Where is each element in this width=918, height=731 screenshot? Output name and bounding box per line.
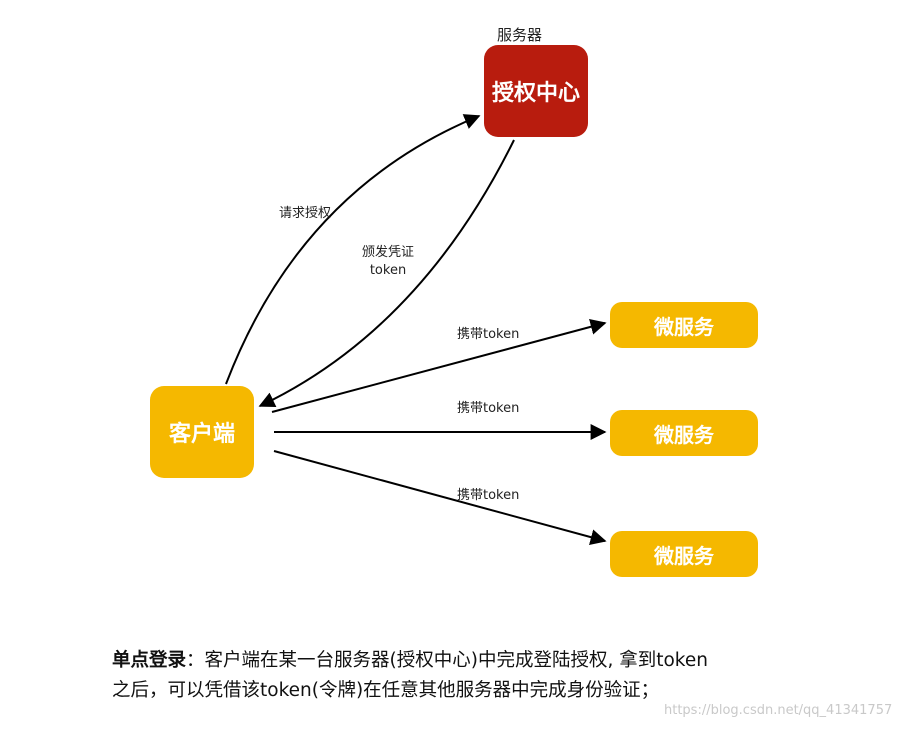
carry-token-label-1: 携带token	[457, 327, 520, 342]
microservice-node-2: 微服务	[610, 410, 758, 456]
carry-token-label-3: 携带token	[457, 488, 520, 503]
microservice-node-3: 微服务	[610, 531, 758, 577]
microservice-node-1: 微服务	[610, 302, 758, 348]
request-auth-label: 请求授权	[279, 206, 332, 221]
client-node: 客户端	[150, 386, 254, 478]
edge-issue-token	[258, 139, 515, 408]
caption-line-2: 之后，可以凭借该token(令牌)在任意其他服务器中完成身份验证；	[112, 680, 660, 701]
carry-token-label-2: 携带token	[457, 401, 520, 416]
edge-carry-token-3	[273, 450, 607, 545]
caption-term: 单点登录	[112, 650, 187, 671]
caption-separator: ：	[186, 650, 205, 671]
issue-token-label-line1: 颁发凭证	[362, 245, 415, 260]
auth-center-node: 授权中心	[484, 45, 588, 137]
edge-carry-token-1	[271, 318, 607, 413]
edge-request-auth	[225, 114, 481, 385]
caption: 单点登录：客户端在某一台服务器(授权中心)中完成登陆授权, 拿到token 之后…	[112, 646, 832, 706]
caption-text-line1: 客户端在某一台服务器(授权中心)中完成登陆授权, 拿到token	[204, 650, 708, 671]
issue-token-label-line2: token	[369, 262, 407, 278]
issue-token-label: 颁发凭证 token	[362, 244, 414, 279]
server-label: 服务器	[497, 26, 543, 44]
caption-line-1: 单点登录：客户端在某一台服务器(授权中心)中完成登陆授权, 拿到token	[112, 646, 832, 676]
watermark: https://blog.csdn.net/qq_41341757	[664, 703, 893, 718]
